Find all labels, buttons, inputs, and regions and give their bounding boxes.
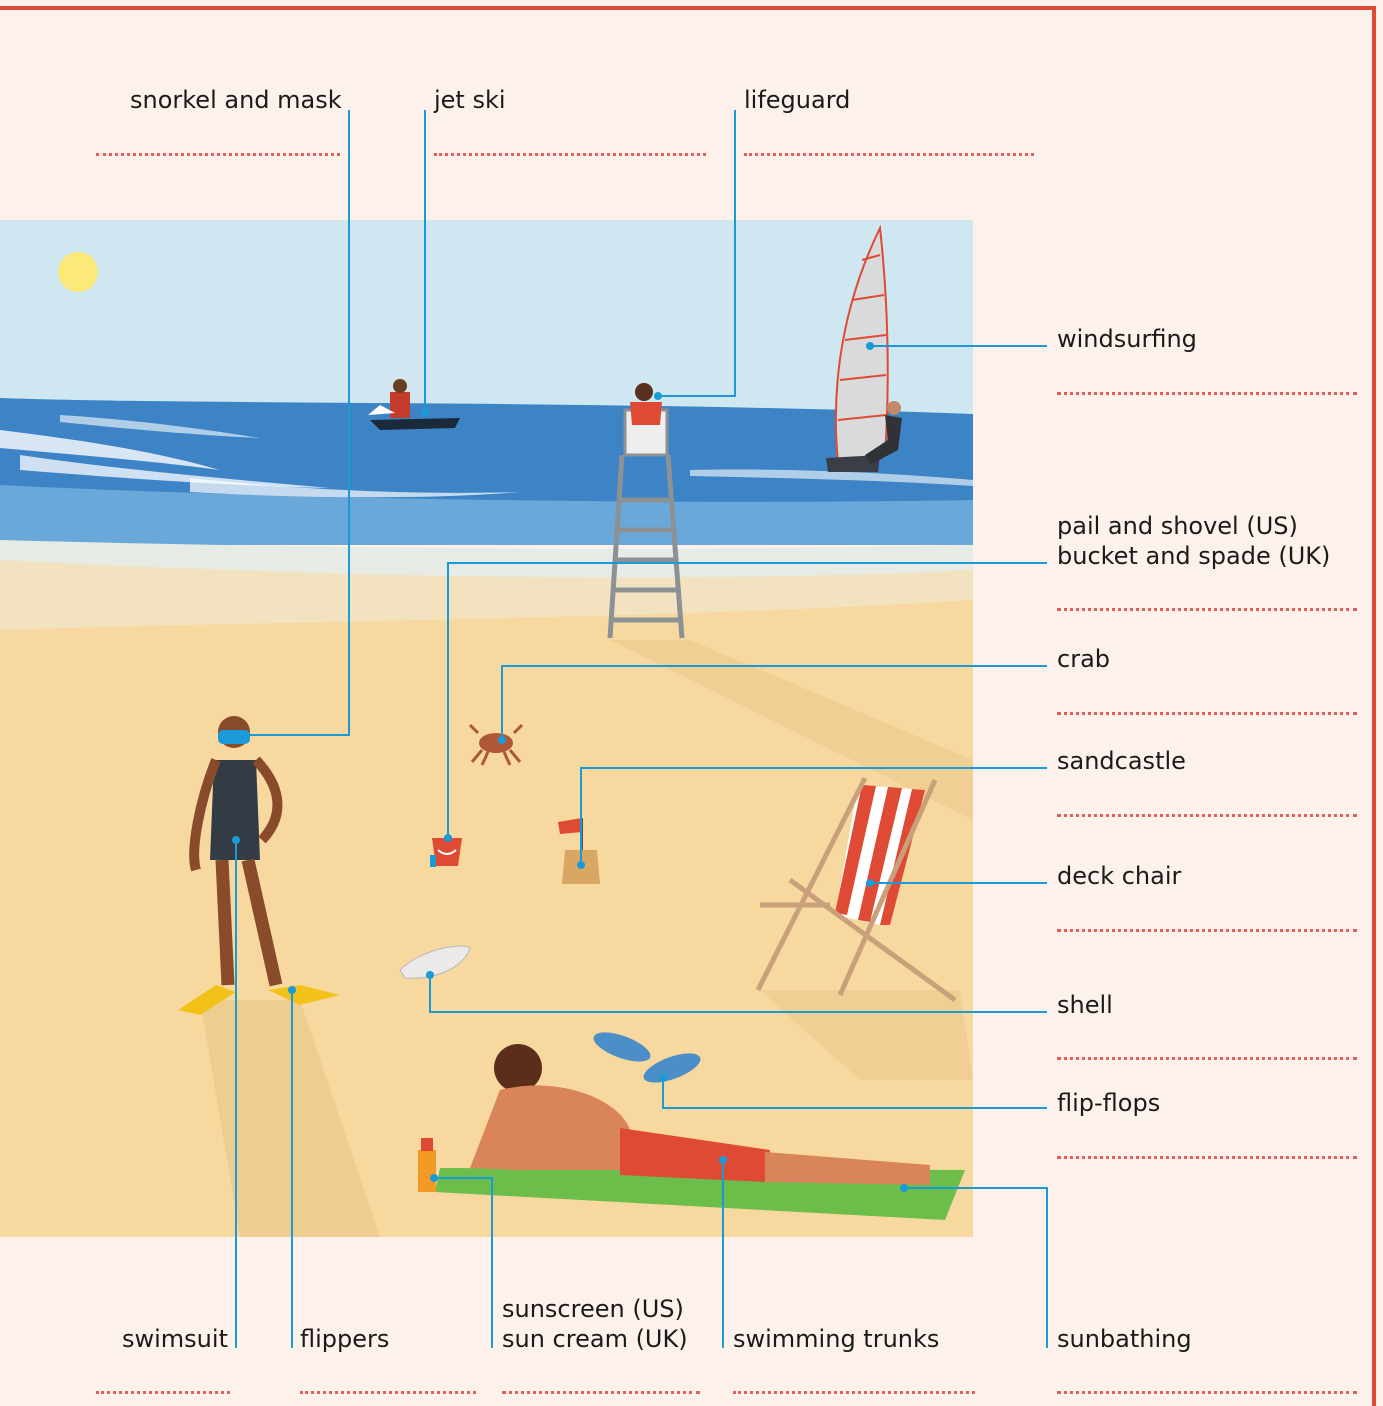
label-deck-chair: deck chair <box>1057 861 1181 891</box>
label-flip-flops: flip-flops <box>1057 1088 1160 1118</box>
answer-line-bucket <box>1057 608 1357 611</box>
lifeguard-body <box>630 402 662 425</box>
answer-line-windsurfing <box>1057 392 1357 395</box>
label-swimsuit: swimsuit <box>122 1324 228 1354</box>
label-snorkel-and-mask: snorkel and mask <box>130 85 342 115</box>
label-shell: shell <box>1057 990 1113 1020</box>
label-pail-and-shovel: pail and shovel (US) <box>1057 511 1298 541</box>
label-bucket-and-spade: bucket and spade (UK) <box>1057 541 1330 571</box>
answer-line-sandcastle <box>1057 814 1357 817</box>
label-sandcastle: sandcastle <box>1057 746 1186 776</box>
bucket-illustration <box>430 838 462 867</box>
label-crab: crab <box>1057 644 1110 674</box>
answer-line-flippers <box>300 1391 476 1394</box>
answer-line-sunbathing <box>1057 1391 1357 1394</box>
label-sun-cream: sun cream (UK) <box>502 1324 688 1354</box>
label-flippers: flippers <box>300 1324 389 1354</box>
label-windsurfing: windsurfing <box>1057 324 1197 354</box>
label-swimming-trunks: swimming trunks <box>733 1324 939 1354</box>
label-sunbathing: sunbathing <box>1057 1324 1192 1354</box>
answer-line-jet-ski <box>434 153 706 156</box>
answer-line-crab <box>1057 712 1357 715</box>
answer-line-sunscreen <box>502 1391 700 1394</box>
answer-line-trunks <box>733 1391 975 1394</box>
answer-line-shell <box>1057 1057 1357 1060</box>
lifeguard-head <box>635 383 653 401</box>
label-sunscreen: sunscreen (US) <box>502 1294 684 1324</box>
answer-line-snorkel <box>96 153 340 156</box>
answer-line-flip-flops <box>1057 1156 1357 1159</box>
sky <box>0 220 973 420</box>
answer-line-deck-chair <box>1057 929 1357 932</box>
sun-icon <box>58 252 98 292</box>
answer-line-swimsuit <box>96 1391 230 1394</box>
label-lifeguard: lifeguard <box>744 85 850 115</box>
label-jet-ski: jet ski <box>434 85 506 115</box>
answer-line-lifeguard <box>744 153 1034 156</box>
